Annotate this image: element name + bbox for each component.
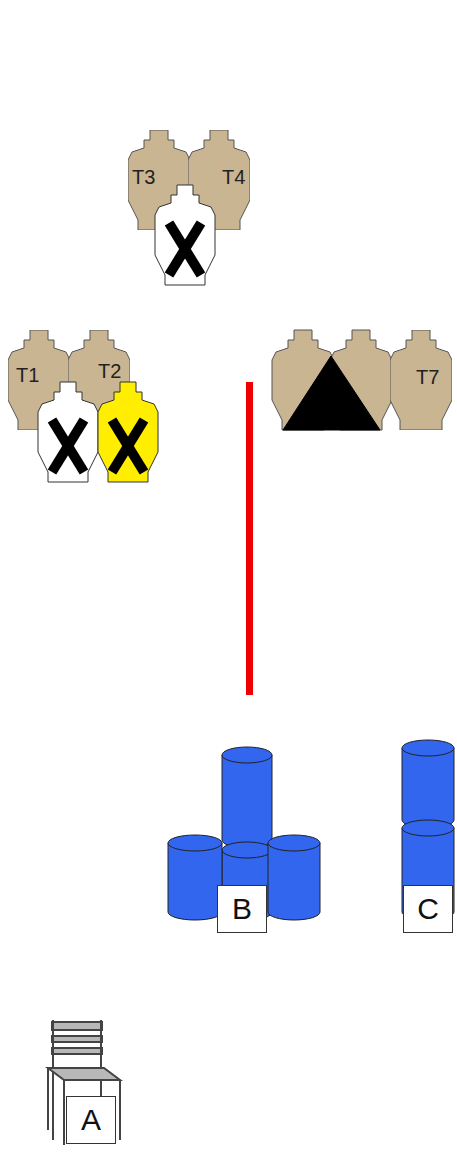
target-label: T3	[132, 166, 155, 188]
prop-label-box: B	[217, 885, 267, 933]
target: T1	[8, 330, 70, 430]
fault-line	[246, 382, 253, 695]
prop-label: C	[416, 892, 440, 926]
target-group	[272, 330, 392, 430]
target-silhouette	[188, 130, 250, 230]
target-silhouette	[68, 330, 130, 430]
target-label: T4	[222, 166, 245, 188]
target: T2	[68, 330, 130, 430]
target: T7	[390, 330, 452, 430]
prop-label-box: A	[66, 1096, 116, 1144]
target-label: T1	[16, 364, 39, 386]
target-label: T7	[416, 366, 439, 388]
target-label: T2	[98, 360, 121, 382]
prop-label-box: C	[403, 885, 453, 933]
target: T3	[128, 130, 190, 230]
target-silhouette	[390, 330, 452, 430]
target: T4	[188, 130, 250, 230]
target-silhouette	[128, 130, 190, 230]
target-silhouette	[8, 330, 70, 430]
chair	[48, 1020, 120, 1145]
prop-label: A	[79, 1103, 103, 1137]
prop-label: B	[230, 892, 254, 926]
